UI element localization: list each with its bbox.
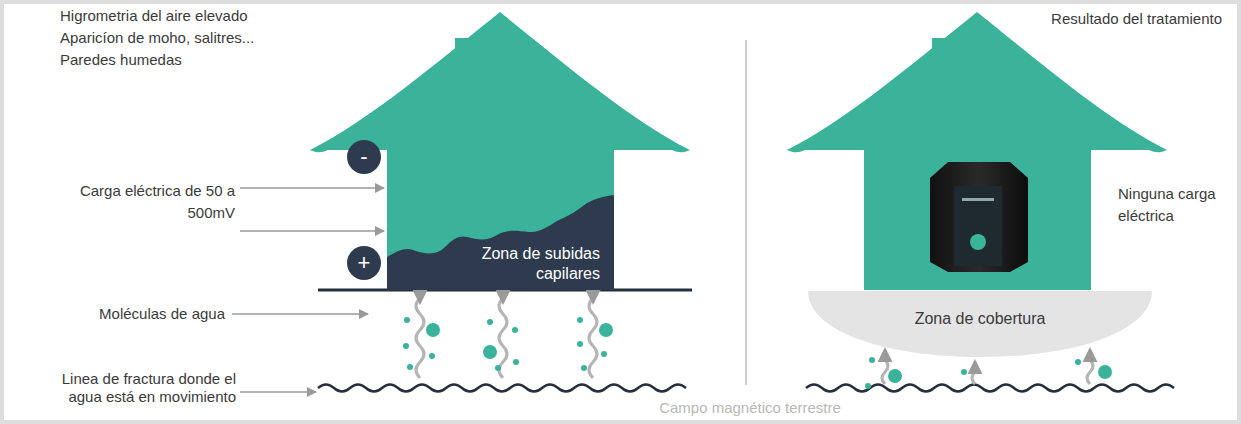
divider — [745, 40, 747, 385]
capillary-zone: Zona de subidas capilares — [387, 195, 614, 290]
text-label: Higrometria del aire elevado — [60, 7, 360, 25]
text-label: Linea de fractura donde el agua está en … — [50, 370, 236, 406]
text-label: Ninguna carga eléctrica — [1118, 183, 1218, 227]
house-right — [787, 12, 1167, 290]
charge-sign: + — [347, 246, 381, 280]
leader-lines — [232, 188, 384, 392]
house-left — [310, 12, 690, 290]
node-outline — [347, 140, 381, 174]
coverage-zone: Zona de cobertura — [808, 291, 1152, 357]
node-outline — [387, 195, 614, 290]
zone-label: Zona de cobertura — [808, 309, 1152, 329]
charge-circle: - — [347, 140, 381, 174]
treatment-device — [930, 162, 1028, 272]
text-label: Resultado del tratamiento — [1050, 8, 1222, 30]
node-outline — [808, 291, 1152, 357]
text-label: Paredes humedas — [60, 51, 360, 69]
text-label: Campo magnético terrestre — [520, 399, 980, 417]
charge-circle: + — [347, 246, 381, 280]
text-label: Moléculas de agua — [20, 305, 225, 323]
fracture-line — [806, 385, 1174, 392]
fracture-line — [318, 385, 686, 392]
node-outline — [347, 246, 381, 280]
text-label: Carga eléctrica de 50 a 500mV — [60, 180, 235, 224]
text-label: Aparicíon de moho, salitres... — [60, 29, 360, 47]
zone-label: Zona de subidas capilares — [460, 244, 600, 284]
charge-sign: - — [347, 140, 381, 174]
